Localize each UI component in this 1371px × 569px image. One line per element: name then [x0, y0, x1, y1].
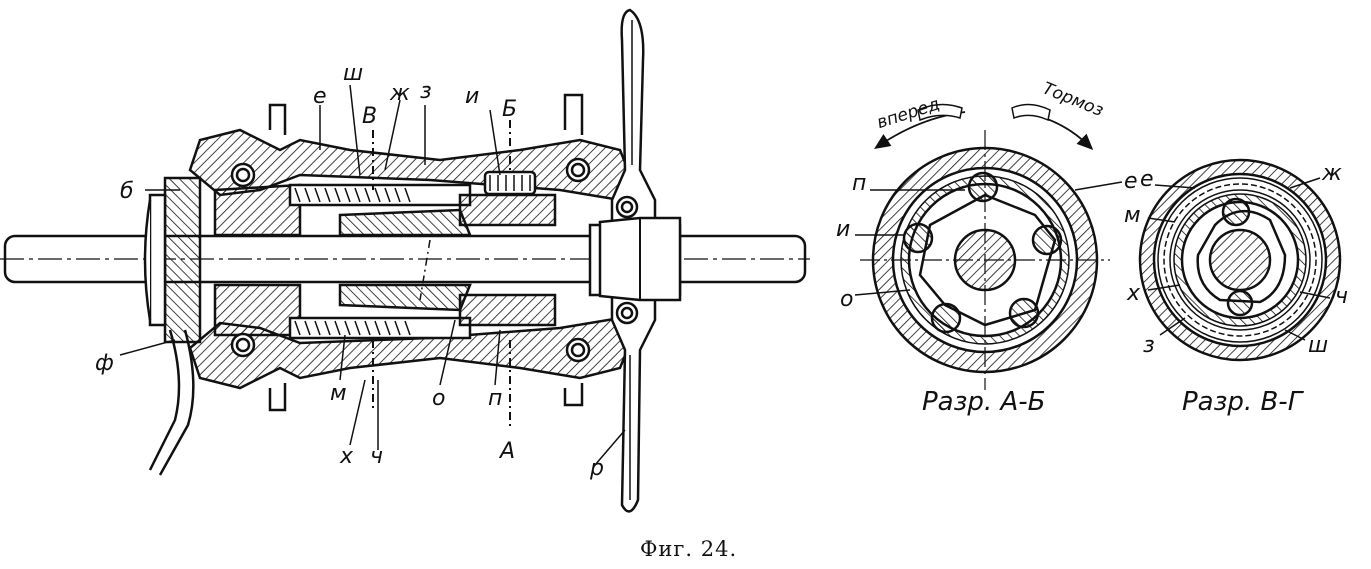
- section-ab-caption: Разр. А-Б: [922, 387, 1045, 417]
- vg-label-zh: ж: [1321, 161, 1342, 186]
- label-A: А: [498, 439, 515, 464]
- hub-shell-bottom: [188, 316, 632, 390]
- label-zh: ж: [389, 81, 410, 106]
- ball-bearings: [230, 157, 639, 363]
- brake-spring-bottom: [288, 316, 472, 340]
- section-ab: [854, 103, 1123, 390]
- ab-label-p: п: [852, 171, 866, 196]
- main-view-labels: ш е В ж з и Б б ф м х ч о п А р: [95, 61, 604, 481]
- label-f: ф: [95, 351, 114, 376]
- label-e: е: [313, 84, 327, 109]
- label-i: и: [465, 84, 479, 109]
- label-b: б: [120, 179, 134, 204]
- vg-roller-top: [1221, 197, 1251, 227]
- vg-label-z: з: [1143, 333, 1155, 358]
- vg-roller-bottom: [1226, 289, 1254, 317]
- brake-cable: [148, 329, 195, 476]
- ab-rollers: [902, 171, 1063, 334]
- brake-arrow: [1019, 111, 1094, 150]
- label-B: Б: [502, 97, 517, 122]
- section-vg: [1138, 158, 1342, 362]
- label-forward: вперед: [875, 94, 943, 133]
- vg-label-kh: х: [1126, 281, 1141, 306]
- ab-label-o: о: [840, 287, 853, 312]
- label-o: о: [432, 386, 445, 411]
- vg-label-m: м: [1124, 203, 1141, 228]
- label-kh: х: [339, 444, 354, 469]
- label-z: з: [420, 79, 432, 104]
- ab-label-i: и: [836, 217, 850, 242]
- figure-caption: Фиг. 24.: [640, 537, 737, 561]
- label-p: п: [488, 386, 502, 411]
- ab-label-e: е: [1124, 169, 1138, 194]
- label-sh: ш: [343, 61, 363, 86]
- hub-longitudinal-section: [0, 8, 810, 513]
- vg-label-e: е: [1140, 167, 1154, 192]
- label-m: м: [330, 381, 347, 406]
- label-V: В: [362, 104, 377, 129]
- vg-label-sh: ш: [1308, 333, 1328, 358]
- vg-label-ch: ч: [1335, 284, 1348, 309]
- section-vg-labels: е ж м х ч з ш Разр. В-Г: [1124, 161, 1348, 417]
- section-vg-caption: Разр. В-Г: [1182, 387, 1305, 417]
- roller-top: [483, 170, 537, 196]
- label-r: р: [589, 456, 604, 481]
- label-ch: ч: [370, 444, 383, 469]
- left-nut: [143, 199, 152, 321]
- brake-spring-top: [288, 183, 472, 207]
